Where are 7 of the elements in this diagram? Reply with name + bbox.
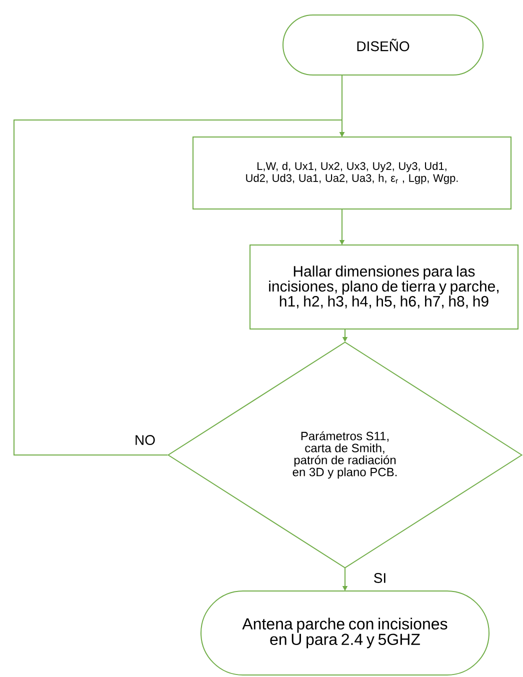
process-box: L,W, d, Ux1, Ux2, Ux3, Uy2, Uy3, Ud1, Ud2, Ud3, Ua1, Ua2, Ua3, h, ε$_{r}$ , Lgp, Wgp. xyxy=(192,136,512,210)
arrow xyxy=(14,120,345,456)
edge-label: NO xyxy=(136,435,155,445)
terminal-box: DISEÑO xyxy=(282,14,484,76)
process-box: Hallar dimensiones para las incisiones, plano de tierra y parche, h1, h2, h3, h4, h5, h6, h7, h8, h9 xyxy=(250,244,518,330)
terminal-box: Antena parche con incisiones en U para 2.4 y 5GHZ xyxy=(200,590,490,676)
edge-label: SI xyxy=(374,573,386,583)
